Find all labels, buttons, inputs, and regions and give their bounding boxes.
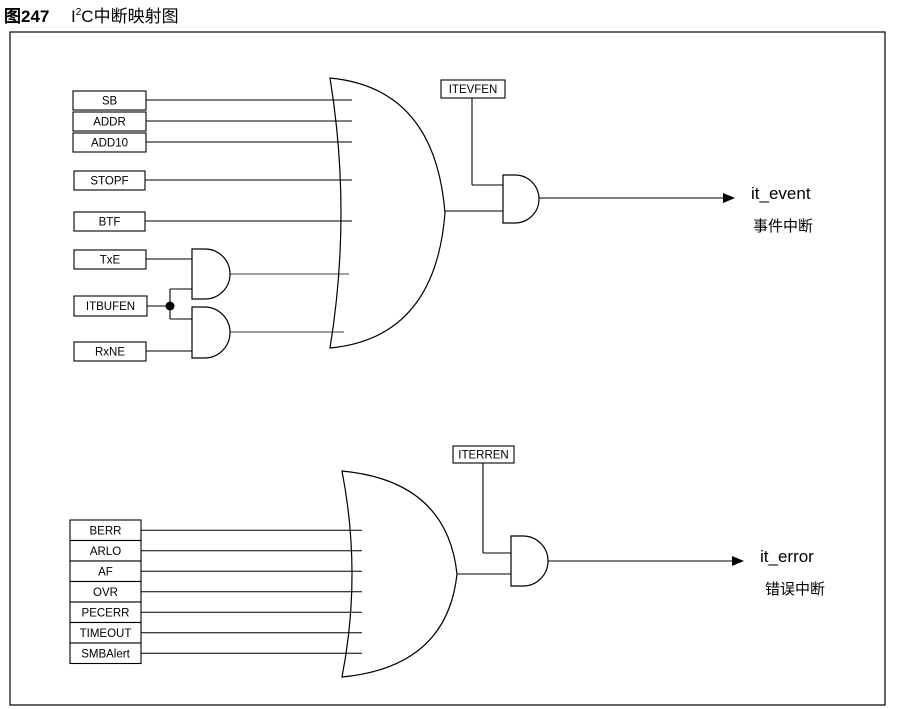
event-enable-itevfen-box bbox=[440, 79, 506, 99]
event-enable-itevfen-label: ITEVFEN bbox=[449, 84, 498, 96]
error-section: BERR ARLO AF OVR PECERR TIMEOUT SMBAlert ITERRE… bbox=[69, 445, 825, 678]
caption-title-prefix: I bbox=[71, 7, 76, 26]
event-input-sb-label: SB bbox=[102, 96, 118, 108]
error-enable-iterren-label: ITERREN bbox=[458, 450, 508, 462]
diagram-frame bbox=[9, 31, 886, 706]
error-input-pecerr-label: PECERR bbox=[82, 607, 130, 619]
error-output-label: it_error bbox=[760, 547, 814, 566]
event-and-gate bbox=[502, 174, 540, 224]
caption-title-superscript: 2 bbox=[75, 7, 82, 18]
error-input-arlo-label: ARLO bbox=[90, 546, 121, 558]
event-input-txe-label: TxE bbox=[100, 255, 121, 267]
rxne-and-gate bbox=[191, 306, 231, 359]
error-input-timeout-label: TIMEOUT bbox=[80, 628, 132, 640]
error-or-gate bbox=[341, 470, 458, 678]
event-input-stopf-label: STOPF bbox=[90, 176, 128, 188]
error-input-ovr-label: OVR bbox=[93, 587, 118, 599]
event-output-arrow-arrowhead bbox=[723, 193, 735, 203]
event-output-description: 事件中断 bbox=[753, 218, 813, 235]
event-input-rxne-label: RxNE bbox=[95, 347, 125, 359]
event-input-btf-label: BTF bbox=[99, 217, 121, 229]
error-input-af-label: AF bbox=[98, 566, 113, 578]
caption-title-c: C bbox=[81, 7, 94, 26]
event-input-addr-label: ADDR bbox=[93, 117, 126, 129]
error-input-berr-label: BERR bbox=[90, 525, 122, 537]
event-or-gate bbox=[329, 77, 446, 349]
figure-number: 图247 bbox=[4, 7, 50, 26]
figure-caption: 图247 I2C中断映射图 bbox=[4, 2, 179, 28]
caption-title-suffix: 中断映射图 bbox=[93, 7, 179, 27]
event-output-label: it_event bbox=[751, 184, 811, 203]
error-input-smbalert-label: SMBAlert bbox=[81, 648, 130, 660]
txe-and-gate bbox=[191, 248, 231, 300]
event-input-add10-label: ADD10 bbox=[91, 138, 128, 150]
error-output-description: 错误中断 bbox=[765, 581, 825, 598]
error-and-gate bbox=[510, 535, 549, 587]
event-input-itbufen-label: ITBUFEN bbox=[86, 301, 135, 313]
error-output-arrow-arrowhead bbox=[732, 556, 744, 566]
